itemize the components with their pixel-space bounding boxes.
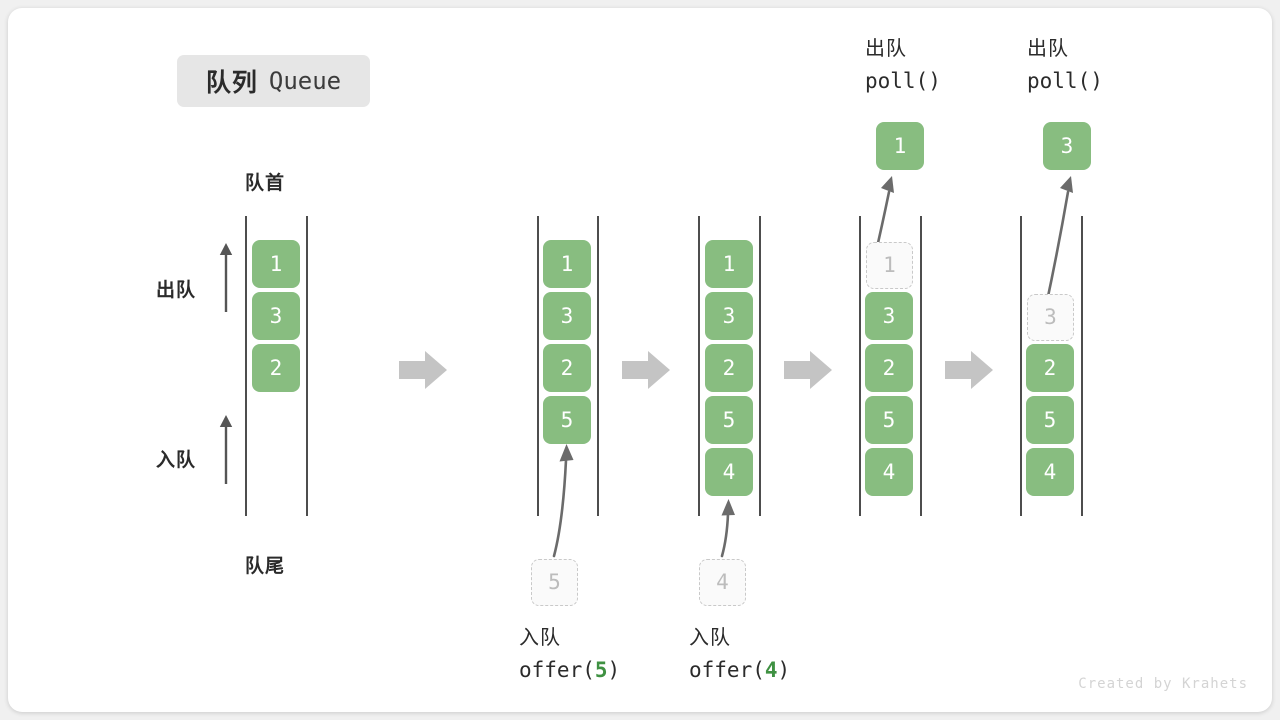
- queue-rail-left-col2: [537, 216, 539, 516]
- queue-element-new: 5: [543, 396, 591, 444]
- queue-element: 2: [543, 344, 591, 392]
- diagram-card: 队列 Queue 队首 队尾 出队 入队 1 3 2 1 3 2 5 5 入队 …: [8, 8, 1272, 712]
- operation-code-value: 5: [594, 658, 608, 682]
- queue-element: 4: [1026, 448, 1074, 496]
- operation-code-prefix: poll(: [1027, 69, 1091, 93]
- enqueue-arrow-icon: [720, 499, 735, 558]
- queue-rail-right-col4: [920, 216, 922, 516]
- queue-element: 2: [865, 344, 913, 392]
- diagram-title-badge: 队列 Queue: [177, 55, 370, 107]
- queue-rail-right-col5: [1081, 216, 1083, 516]
- operation-label-offer-4: 入队 offer(4): [689, 628, 790, 681]
- queue-rail-left-col4: [859, 216, 861, 516]
- title-english: Queue: [268, 67, 342, 95]
- operation-code-suffix: ): [777, 658, 791, 682]
- operation-code-suffix: ): [607, 658, 621, 682]
- operation-code: poll(): [865, 71, 941, 92]
- operation-label-offer-5: 入队 offer(5): [519, 628, 620, 681]
- dequeue-arrow-icon: [1044, 176, 1073, 308]
- enqueue-arrow-icon: [552, 444, 574, 558]
- rear-label: 队尾: [245, 556, 286, 577]
- queue-rail-right-col3: [759, 216, 761, 516]
- queue-element: 3: [252, 292, 300, 340]
- title-chinese: 队列: [205, 69, 258, 97]
- enqueue-side-label: 入队: [156, 450, 197, 471]
- dequeue-direction-arrow-icon: [219, 243, 233, 312]
- enqueue-direction-arrow-icon: [219, 415, 233, 484]
- queue-element-new: 4: [705, 448, 753, 496]
- popped-element: 1: [876, 122, 924, 170]
- flow-arrow-icon: [784, 351, 832, 389]
- operation-name: 入队: [519, 627, 561, 649]
- queue-element: 1: [705, 240, 753, 288]
- vacated-slot-ghost: 1: [866, 242, 913, 289]
- operation-code: offer(4): [689, 660, 790, 681]
- flow-arrow-icon: [945, 351, 993, 389]
- popped-element: 3: [1043, 122, 1091, 170]
- operation-code-suffix: ): [1090, 69, 1103, 93]
- operation-code-prefix: offer(: [689, 658, 765, 682]
- queue-rail-right-col2: [597, 216, 599, 516]
- operation-code: offer(5): [519, 660, 620, 681]
- queue-element: 1: [252, 240, 300, 288]
- queue-element: 3: [705, 292, 753, 340]
- operation-code-suffix: ): [928, 69, 941, 93]
- queue-element: 1: [543, 240, 591, 288]
- operation-code-value: 4: [764, 658, 778, 682]
- queue-element: 4: [865, 448, 913, 496]
- dequeue-side-label: 出队: [156, 280, 197, 301]
- queue-element: 3: [543, 292, 591, 340]
- incoming-element-ghost: 4: [699, 559, 746, 606]
- queue-element: 2: [1026, 344, 1074, 392]
- queue-rail-left-col3: [698, 216, 700, 516]
- operation-code-prefix: poll(: [865, 69, 929, 93]
- operation-name: 出队: [865, 38, 907, 60]
- queue-element: 2: [252, 344, 300, 392]
- operation-name: 出队: [1027, 38, 1069, 60]
- queue-element: 2: [705, 344, 753, 392]
- queue-element: 5: [1026, 396, 1074, 444]
- operation-code: poll(): [1027, 71, 1103, 92]
- incoming-element-ghost: 5: [531, 559, 578, 606]
- operation-label-poll-1: 出队 poll(): [865, 39, 941, 92]
- front-label: 队首: [245, 173, 286, 194]
- operation-label-poll-3: 出队 poll(): [1027, 39, 1103, 92]
- flow-arrow-icon: [399, 351, 447, 389]
- watermark: Created by Krahets: [1078, 676, 1248, 692]
- queue-rail-left-col5: [1020, 216, 1022, 516]
- queue-element: 5: [705, 396, 753, 444]
- vacated-slot-ghost: 3: [1027, 294, 1074, 341]
- queue-element: 3: [865, 292, 913, 340]
- operation-code-prefix: offer(: [519, 658, 595, 682]
- queue-rail-left-col1: [245, 216, 247, 516]
- flow-arrow-icon: [622, 351, 670, 389]
- queue-rail-right-col1: [306, 216, 308, 516]
- queue-element: 5: [865, 396, 913, 444]
- operation-name: 入队: [689, 627, 731, 649]
